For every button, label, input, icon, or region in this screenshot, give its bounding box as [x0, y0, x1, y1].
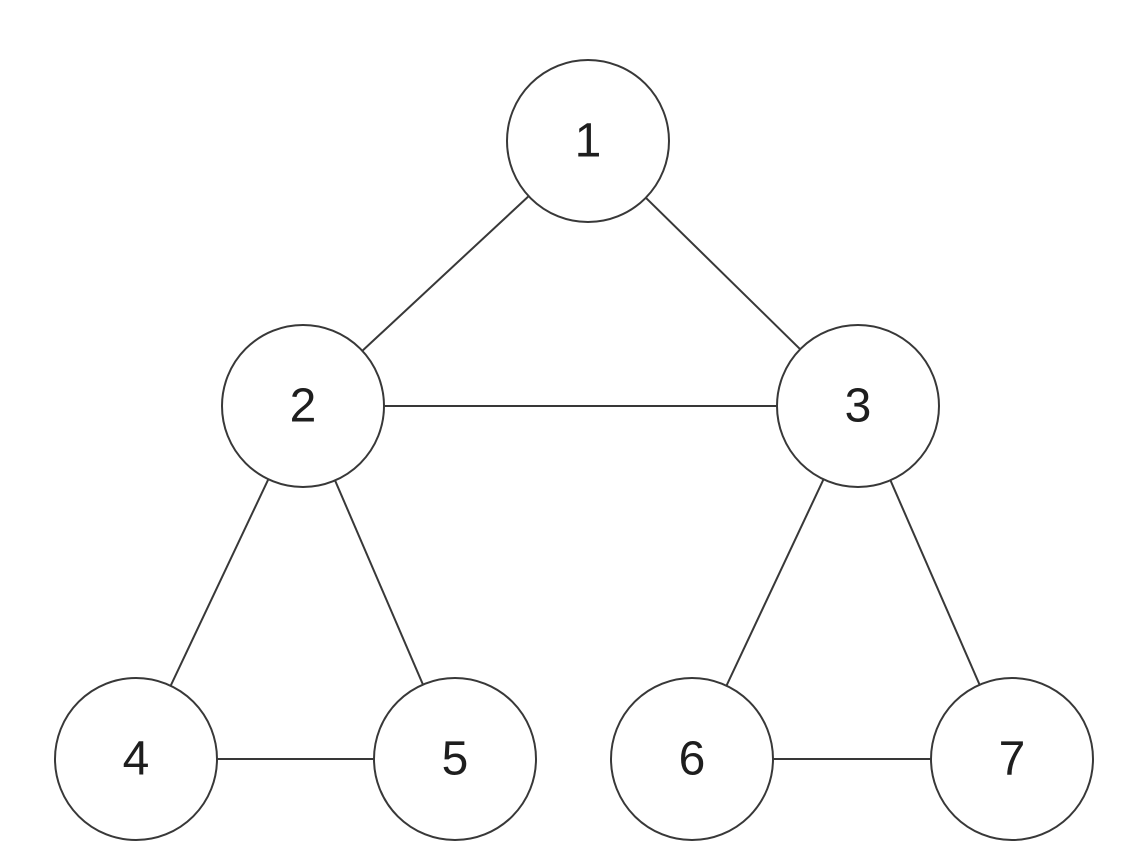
graph-node-circle-3 — [776, 324, 940, 488]
graph-node-label-3: 3 — [845, 380, 872, 433]
graph-node-4: 4 — [54, 677, 218, 841]
graph-node-3: 3 — [776, 324, 940, 488]
graph-node-label-7: 7 — [999, 733, 1026, 786]
graph-node-label-6: 6 — [679, 733, 706, 786]
graph-node-circle-4 — [54, 677, 218, 841]
graph-node-5: 5 — [373, 677, 537, 841]
graph-node-1: 1 — [506, 59, 670, 223]
graph-node-label-5: 5 — [442, 733, 469, 786]
graph-node-label-4: 4 — [123, 733, 150, 786]
graph-node-circle-6 — [610, 677, 774, 841]
graph-node-circle-7 — [930, 677, 1094, 841]
graph-node-2: 2 — [221, 324, 385, 488]
graph-node-7: 7 — [930, 677, 1094, 841]
graph-node-label-1: 1 — [575, 115, 602, 168]
graph-node-circle-1 — [506, 59, 670, 223]
graph-node-circle-2 — [221, 324, 385, 488]
graph-node-circle-5 — [373, 677, 537, 841]
graph-node-6: 6 — [610, 677, 774, 841]
graph-node-label-2: 2 — [290, 380, 317, 433]
node-layer: 1 2 3 4 5 6 7 — [54, 59, 1094, 841]
